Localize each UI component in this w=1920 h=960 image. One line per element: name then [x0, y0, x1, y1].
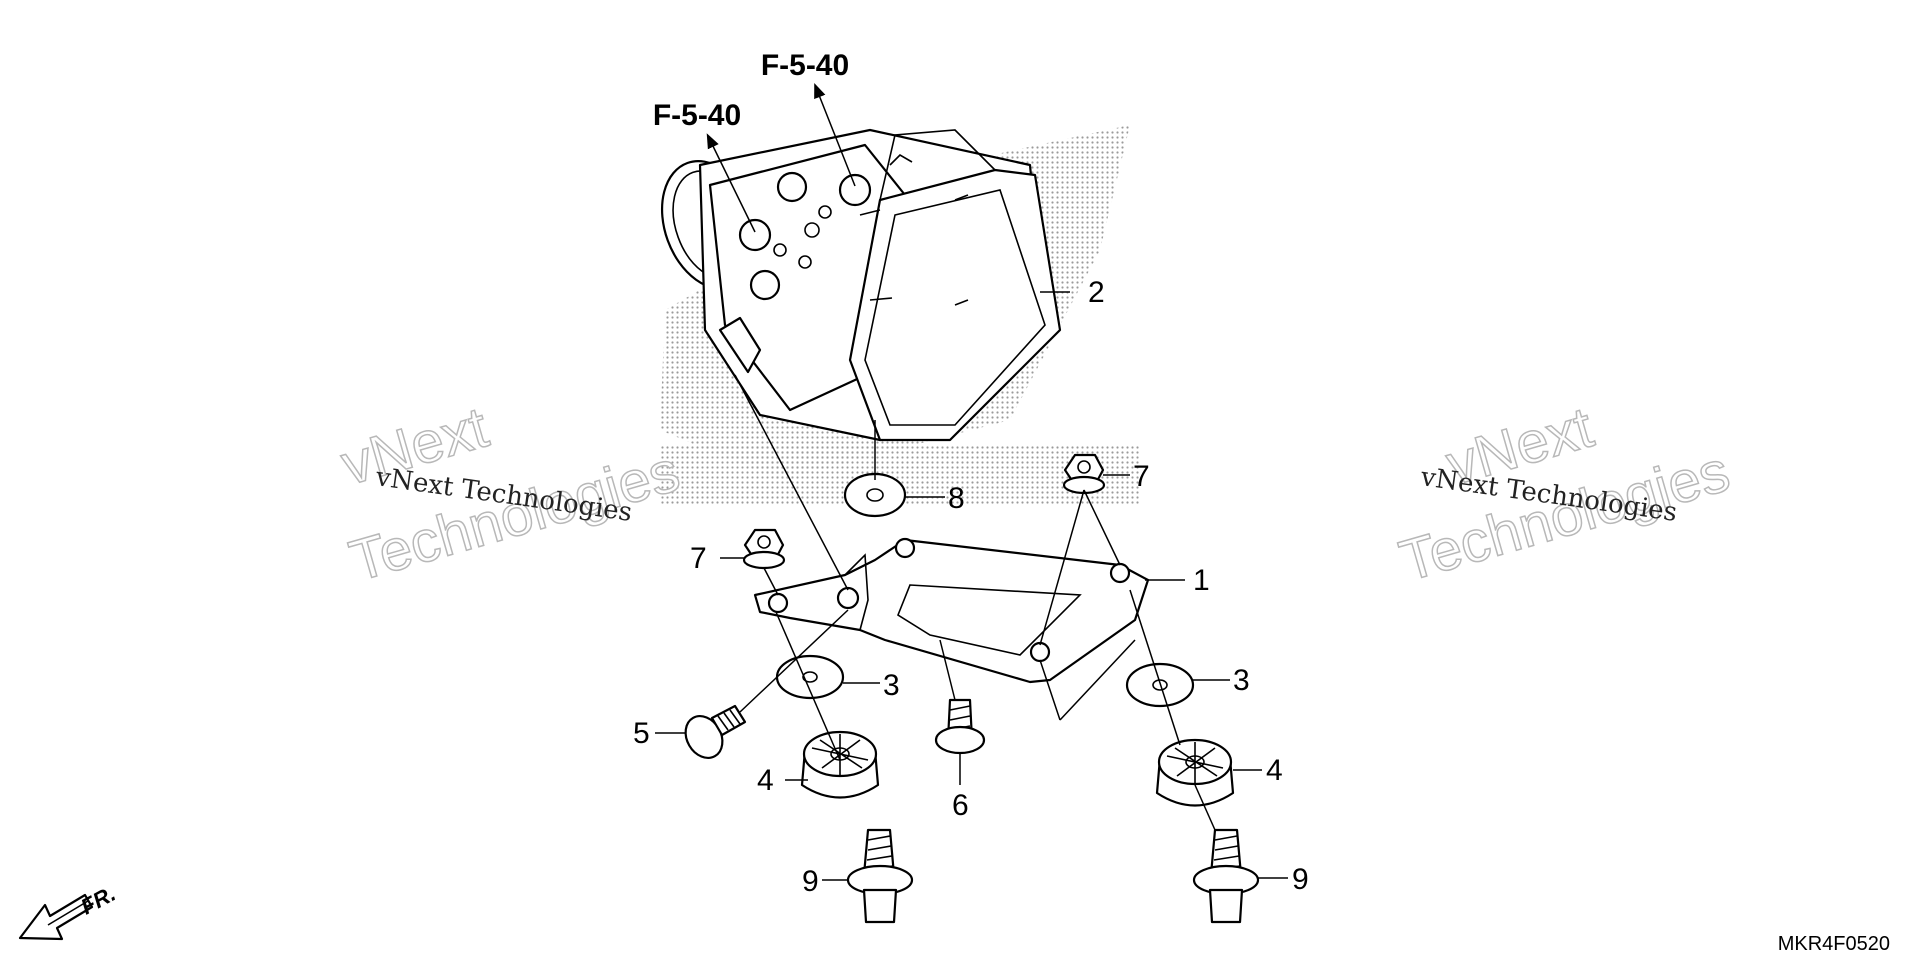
callout-3-right[interactable]: 3: [1233, 664, 1250, 697]
flange-bolt-left: [846, 828, 914, 924]
front-arrow-icon: [18, 893, 94, 941]
flange-nut-right: [1062, 453, 1106, 495]
bolt-6: [934, 698, 986, 755]
watermark-right: vNext Technologies vNext Technologies: [1392, 394, 1737, 595]
callout-7-right[interactable]: 7: [1133, 460, 1150, 493]
callout-9-left[interactable]: 9: [802, 865, 819, 898]
front-direction-indicator: FR.: [18, 881, 120, 941]
rubber-mount-right: [1155, 738, 1235, 807]
leader-lines: [655, 291, 1288, 881]
callout-1[interactable]: 1: [1193, 564, 1210, 597]
callout-5[interactable]: 5: [633, 717, 650, 750]
washer-8: [843, 472, 907, 518]
reference-arrows: [706, 83, 856, 233]
mounting-bracket: [753, 537, 1150, 684]
diagram-code: MKR4F0520: [1778, 933, 1890, 955]
callout-7-left[interactable]: 7: [690, 542, 707, 575]
watermark-left: vNext Technologies vNext Technologies: [334, 394, 687, 595]
reference-label-lower[interactable]: F-5-40: [653, 99, 741, 132]
callout-2[interactable]: 2: [1088, 276, 1105, 309]
callout-numbers: 2 1 8 7 7 3 3 4 4 5 6 9 9: [633, 276, 1309, 898]
rubber-mount-left: [800, 730, 880, 799]
callout-4-left[interactable]: 4: [757, 764, 774, 797]
callout-8[interactable]: 8: [948, 482, 965, 515]
callout-9-right[interactable]: 9: [1292, 863, 1309, 896]
callout-3-left[interactable]: 3: [883, 669, 900, 702]
flange-nut-left: [742, 528, 786, 570]
callout-6[interactable]: 6: [952, 789, 969, 822]
abs-modulator-unit: [660, 128, 1062, 442]
reference-label-upper[interactable]: F-5-40: [761, 49, 849, 82]
screw-5: [684, 704, 747, 759]
callout-4-right[interactable]: 4: [1266, 754, 1283, 787]
flange-bolt-right: [1192, 828, 1260, 924]
